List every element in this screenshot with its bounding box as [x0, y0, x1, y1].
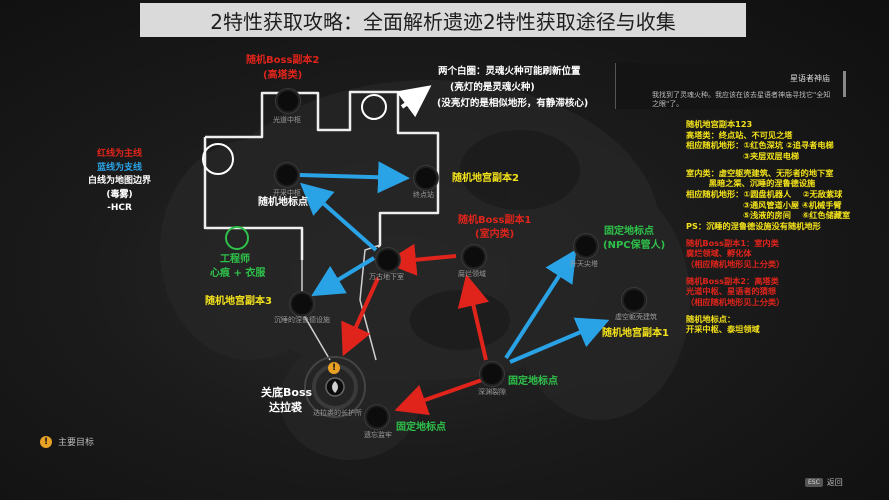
node-shenyuan[interactable]: [480, 362, 504, 386]
notes-line: 随机地标点：: [686, 313, 736, 324]
objective-text: 主要目标: [58, 438, 95, 448]
legend-blue: 蓝线为支线: [97, 162, 143, 173]
node-chensui[interactable]: [290, 292, 314, 316]
soul-spark-circle-right: [361, 94, 387, 120]
engineer-label-1: 工程师: [220, 254, 250, 265]
notes-line: 室内类：虚空躯壳建筑、无形者的地下室: [686, 167, 834, 178]
circles-note-3: (没亮灯的是相似地形，有静滞核心): [437, 98, 589, 109]
random-point-label: 随机地标点: [258, 197, 308, 208]
map-label-yiwang: 遗忘监牢: [364, 431, 392, 439]
branch-lines: [299, 161, 610, 364]
page-title: 2特性获取攻略：全面解析遗迹2特性获取途径与收集: [140, 3, 746, 37]
node-shengtian[interactable]: [574, 234, 598, 258]
notes-line: 相应随机地形：①红色深坑 ②追寻者电梯: [686, 140, 834, 151]
map-label-wanzao: 万古地下室: [369, 273, 404, 281]
map-label-chensui: 沉睡的涅鲁德设施: [274, 316, 330, 324]
soul-spark-circle-left: [202, 143, 234, 175]
legend-red: 红线为主线: [97, 149, 143, 159]
map-label-zhongdian: 终点站: [413, 191, 434, 199]
node-wanzao[interactable]: [376, 248, 400, 272]
legend-white: 白线为地图边界: [88, 176, 152, 186]
notes-line: 开采中枢、泰坦领域: [686, 324, 760, 335]
notes-line: 相应随机地形：①圆盘机器人 ②无敌紫球: [686, 188, 843, 199]
notes-line: 随机地宫副本123: [686, 119, 753, 129]
legend-hcr: -HCR: [107, 203, 132, 213]
node-xukong[interactable]: [622, 288, 646, 312]
notes-line: ③夹层双层电梯: [686, 150, 800, 161]
boss1-title: 随机Boss副本1: [458, 215, 532, 226]
dungeon1-label: 随机地宫副本1: [602, 328, 669, 339]
node-yiwang[interactable]: [365, 405, 389, 429]
notes-line: （相应随机地形见上分类）: [686, 296, 785, 307]
final-boss-label-1: 关底Boss: [261, 386, 313, 399]
fixed-npc-title: 固定地标点: [604, 226, 654, 237]
back-control[interactable]: ESC 返回: [805, 477, 843, 488]
fixed-point-label-1: 固定地标点: [508, 376, 558, 387]
legend-fog: (毒雾): [106, 189, 133, 200]
engineer-circle: [225, 226, 249, 250]
notes-line: 随机Boss副本1：室内类: [686, 237, 779, 248]
boss2-title: 随机Boss副本2: [246, 55, 320, 66]
circles-note-2: (亮灯的是灵魂火种): [450, 82, 535, 93]
notes-line: 随机Boss副本2：高塔类: [686, 275, 779, 286]
quest-panel-body-1: 我找到了灵魂火种。我应该在该去星语者神庙寻找它"全知: [652, 91, 831, 99]
esc-key-icon: ESC: [805, 478, 823, 487]
notes-line: 光道中枢、星语者的猜想: [686, 286, 777, 297]
node-fulan[interactable]: [462, 245, 486, 269]
engineer-label-2: 心痕 + 衣服: [210, 268, 266, 279]
fixed-npc-sub: (NPC保管人): [603, 240, 666, 251]
notes-line: 黑暗之渠、沉睡的涅鲁德设施: [686, 178, 816, 189]
boss1-sub: (室内类): [475, 229, 515, 240]
quest-panel-title: 星语者神庙: [790, 74, 830, 83]
objective-footer: ! 主要目标: [40, 435, 94, 448]
quest-panel-body: 我找到了灵魂火种。我应该在该去星语者神庙寻找它"全知 之眼"了。: [652, 91, 830, 110]
circles-note-1: 两个白圈：灵魂火种可能刷新位置: [438, 66, 581, 77]
node-guangdao[interactable]: [276, 89, 300, 113]
quest-panel-bar: [843, 71, 846, 97]
notes-line: 高塔类：终点站、不可见之塔: [686, 129, 793, 140]
notes-line: ③通风管道小屋 ④机械手臂: [686, 199, 842, 210]
map-boundary: [203, 90, 440, 260]
map-label-shengtian: 升天尖塔: [570, 260, 598, 268]
quest-panel: 星语者神庙 我找到了灵魂火种。我应该在该去星语者神庙寻找它"全知 之眼"了。: [615, 63, 856, 109]
node-zhongdian[interactable]: [414, 166, 438, 190]
objective-marker-icon[interactable]: !: [328, 362, 340, 374]
dungeon3-label: 随机地宫副本3: [205, 296, 272, 307]
notes-line: PS：沉睡的涅鲁德设施没有随机地形: [686, 220, 821, 231]
map-label-shenyuan: 深渊裂隙: [478, 388, 506, 396]
objective-icon: !: [40, 435, 52, 448]
map-label-kaicai: 开采中枢: [273, 189, 301, 197]
final-boss-label-2: 达拉裘: [269, 401, 302, 414]
notes-line: 腐烂领域、孵化体: [686, 248, 752, 259]
node-kaicai[interactable]: [275, 163, 299, 187]
annotation-arrow: [396, 85, 432, 118]
map-label-xukong: 虚空躯壳建筑: [615, 313, 657, 321]
map-label-fulan: 腐烂领域: [458, 270, 486, 278]
quest-panel-body-2: 之眼"了。: [652, 100, 684, 109]
fixed-point-label-2: 固定地标点: [396, 422, 446, 433]
notes-line: ⑤浅液的房间 ⑥红色储藏室: [686, 210, 851, 221]
line-legend: 红线为主线 蓝线为支线 白线为地图边界 (毒雾) -HCR: [88, 148, 151, 216]
back-label: 返回: [826, 478, 843, 487]
dungeon2-label: 随机地宫副本2: [452, 173, 519, 184]
map-label-guangdao: 光道中枢: [273, 116, 301, 124]
boss2-sub: (高塔类): [263, 70, 303, 81]
main-lines: [341, 243, 489, 416]
notes-line: （相应随机地形见上分类）: [686, 258, 785, 269]
map-label-dalaqiu: 达拉裘的长护所: [313, 409, 362, 417]
